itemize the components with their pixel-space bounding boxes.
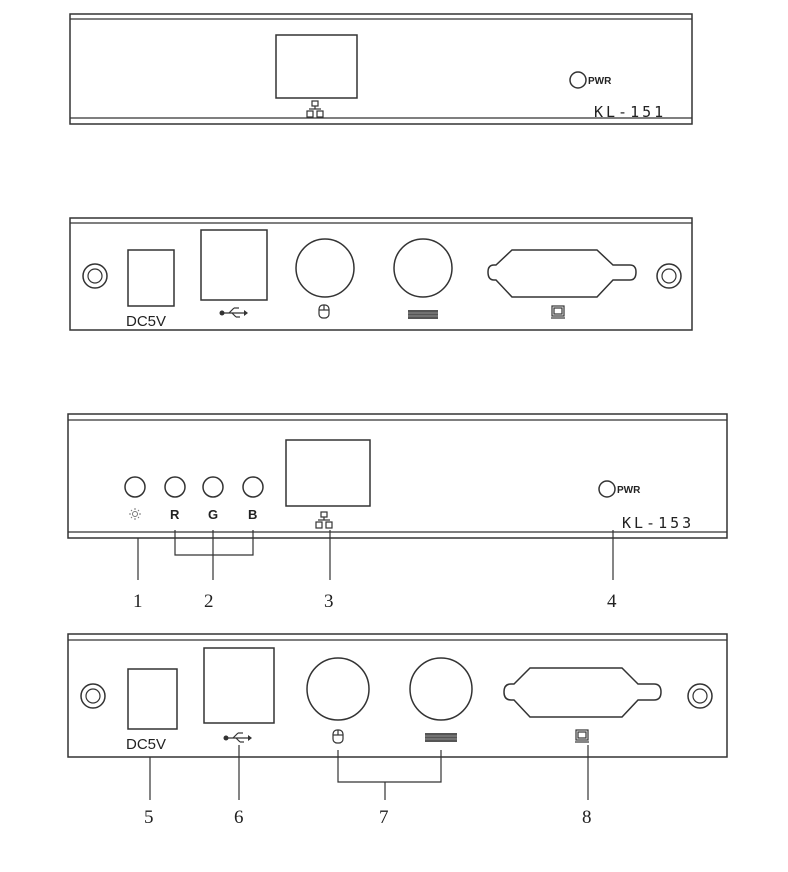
model-label: KL-153 (622, 514, 694, 532)
ps2-keyboard-port[interactable] (410, 658, 472, 720)
ps2-mouse-port[interactable] (296, 239, 354, 297)
red-label: R (170, 507, 180, 522)
mount-screw-left-inner (88, 269, 102, 283)
kl153-rear-panel: DC5V (68, 634, 727, 757)
pwr-label: PWR (617, 485, 641, 496)
keyboard-icon (425, 733, 457, 742)
mount-screw-right (657, 264, 681, 288)
usb-icon (220, 308, 249, 317)
brightness-knob[interactable] (125, 477, 145, 497)
rj45-network-port[interactable] (286, 440, 370, 506)
network-icon (316, 512, 332, 528)
callout-bracket-7 (338, 750, 441, 782)
network-icon (307, 101, 323, 117)
sun-icon (129, 508, 141, 520)
monitor-icon (551, 306, 565, 318)
dc-label: DC5V (126, 736, 166, 753)
callout-number: 6 (234, 807, 244, 828)
callout-number: 5 (144, 807, 154, 828)
mount-screw-left (83, 264, 107, 288)
callout-number: 7 (379, 807, 389, 828)
pwr-led (599, 481, 615, 497)
mouse-icon (333, 730, 343, 743)
callout-number: 3 (324, 591, 334, 612)
vga-port[interactable] (488, 250, 636, 297)
callout-number: 1 (133, 591, 143, 612)
vga-port[interactable] (504, 668, 661, 717)
ps2-keyboard-port[interactable] (394, 239, 452, 297)
mount-screw-right-inner (693, 689, 707, 703)
monitor-icon (575, 730, 589, 742)
dc-label: DC5V (126, 313, 166, 330)
callout-number: 4 (607, 591, 617, 612)
callout-number: 2 (204, 591, 214, 612)
red-adjust-knob[interactable] (165, 477, 185, 497)
usb-port[interactable] (204, 648, 274, 723)
blue-adjust-knob[interactable] (243, 477, 263, 497)
callout-bracket-2 (175, 530, 253, 555)
usb-port[interactable] (201, 230, 267, 300)
mount-screw-right-inner (662, 269, 676, 283)
green-adjust-knob[interactable] (203, 477, 223, 497)
green-label: G (208, 507, 218, 522)
pwr-led (570, 72, 586, 88)
ps2-mouse-port[interactable] (307, 658, 369, 720)
mount-screw-left (81, 684, 105, 708)
pwr-label: PWR (588, 76, 612, 87)
callout-number: 8 (582, 807, 592, 828)
keyboard-icon (408, 310, 438, 319)
mount-screw-right (688, 684, 712, 708)
dc-power-jack[interactable] (128, 250, 174, 306)
rj45-network-port[interactable] (276, 35, 357, 98)
model-label: KL-151 (594, 103, 666, 121)
mouse-icon (319, 305, 329, 318)
dc-power-jack[interactable] (128, 669, 177, 729)
kl151-front-panel: PWR KL-151 (70, 14, 692, 124)
kl153-front-callouts: 1 2 3 4 (133, 530, 617, 612)
blue-label: B (248, 507, 257, 522)
mount-screw-left-inner (86, 689, 100, 703)
usb-icon (224, 733, 253, 742)
kl151-rear-panel: DC5V (70, 218, 692, 330)
panel-outline (68, 634, 727, 757)
kl153-front-panel: R G B PWR KL-153 (68, 414, 727, 538)
